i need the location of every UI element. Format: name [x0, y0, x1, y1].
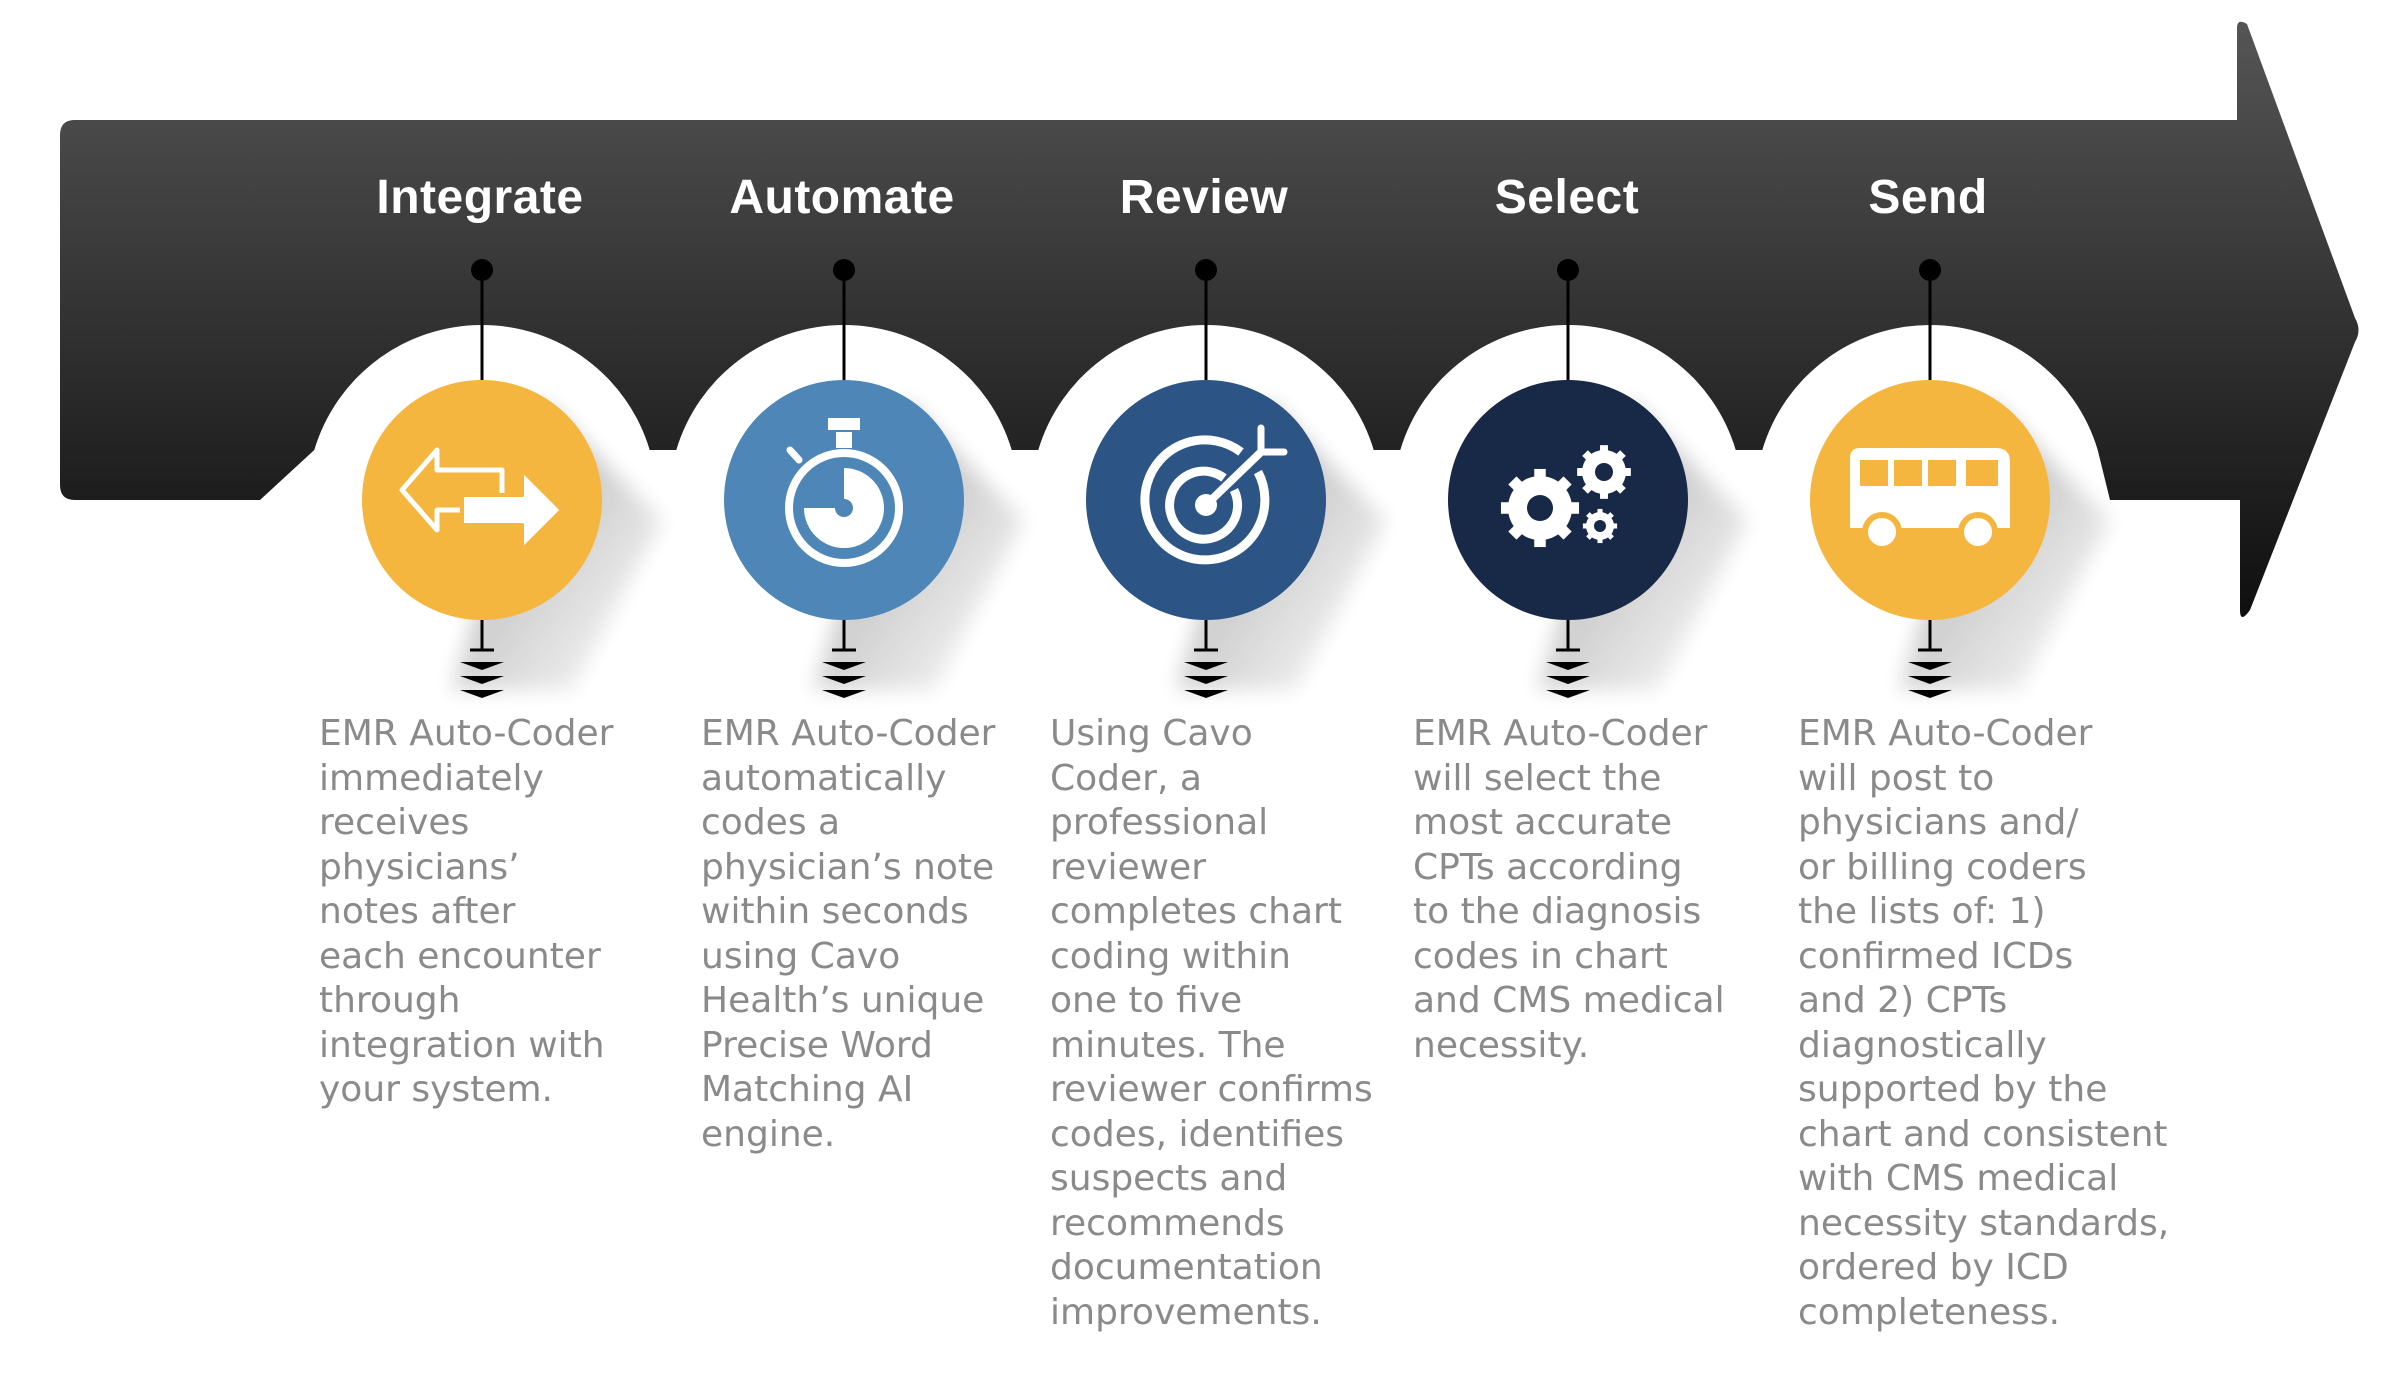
step-description-review: Using Cavo Coder, a professional reviewe… — [1050, 713, 1373, 1333]
down-chevron-icon — [1184, 662, 1228, 670]
down-chevron-icon — [1908, 690, 1952, 698]
target-icon — [1140, 424, 1288, 565]
connector-dot — [1195, 259, 1217, 281]
step-node-automate — [724, 259, 1024, 698]
step-title-review: Review — [1119, 171, 1289, 224]
step-title-integrate: Integrate — [376, 171, 584, 224]
down-chevron-icon — [1546, 676, 1590, 684]
step-description-send: EMR Auto-Coder will post to physicians a… — [1798, 713, 2170, 1333]
connector-dot — [1919, 259, 1941, 281]
down-chevron-icon — [822, 662, 866, 670]
step-node-integrate — [362, 259, 662, 698]
gears-icon — [1500, 445, 1631, 548]
step-title-select: Select — [1494, 171, 1640, 224]
down-chevron-icon — [1184, 676, 1228, 684]
down-chevron-icon — [1546, 662, 1590, 670]
step-title-send: Send — [1868, 171, 1988, 224]
step-node-select — [1448, 259, 1748, 698]
down-chevron-icon — [1546, 690, 1590, 698]
exchange-arrows-icon — [399, 447, 564, 552]
down-chevron-icon — [822, 676, 866, 684]
step-title-automate: Automate — [729, 171, 955, 224]
stopwatch-icon — [785, 418, 903, 567]
down-chevron-icon — [1908, 662, 1952, 670]
connector-dot — [471, 259, 493, 281]
connector-dot — [1557, 259, 1579, 281]
step-node-review — [1086, 259, 1386, 698]
down-chevron-icon — [1908, 676, 1952, 684]
step-description-automate: EMR Auto-Coder automatically codes a phy… — [701, 713, 996, 1155]
bus-icon — [1850, 448, 2010, 552]
step-description-integrate: EMR Auto-Coder immediately receives phys… — [319, 713, 614, 1110]
step-description-select: EMR Auto-Coder will select the most accu… — [1413, 713, 1725, 1066]
connector-dot — [833, 259, 855, 281]
down-chevron-icon — [1184, 690, 1228, 698]
down-chevron-icon — [460, 676, 504, 684]
step-node-send — [1810, 259, 2110, 698]
down-chevron-icon — [460, 662, 504, 670]
down-chevron-icon — [822, 690, 866, 698]
process-arrow-band — [60, 21, 2359, 617]
down-chevron-icon — [460, 690, 504, 698]
